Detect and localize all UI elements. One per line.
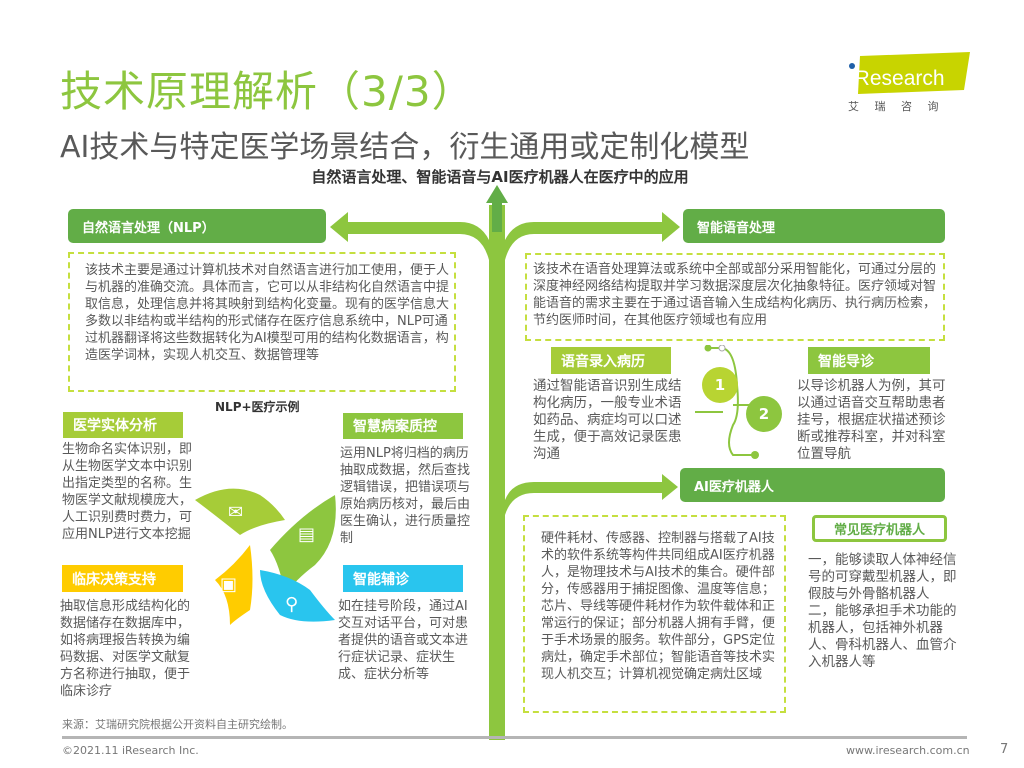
example-text-qc: 运用NLP将归档的病历抽取成数据，然后查找逻辑错误，把错误项与原始病历核对，最后…: [340, 446, 471, 546]
right-arrow-icon: [505, 212, 680, 260]
example-label-diagnosis: 智能辅诊: [343, 565, 463, 592]
common-robots-text: 一，能够读取人体神经信号的可穿戴型机器人，即假肢与外骨骼机器人 二，能够承担手术…: [808, 552, 957, 670]
page-title: 技术原理解析（3/3）: [60, 67, 475, 116]
copyright: ©2021.11 iResearch Inc.: [62, 744, 199, 757]
pinwheel-graphic: ✉ ▤ ▣ ⚲: [195, 488, 336, 625]
page-number: 7: [1000, 742, 1009, 757]
computer-blade: [215, 545, 253, 625]
common-robots-label: 常见医疗机器人: [812, 515, 947, 542]
example-label-qc: 智慧病案质控: [343, 413, 463, 439]
nlp-description-box: [68, 252, 456, 392]
mail-icon: ✉: [228, 502, 243, 523]
voice-label-record: 语音录入病历: [551, 347, 671, 374]
robot-arrow-icon: [505, 474, 678, 515]
website-link[interactable]: www.iresearch.com.cn: [846, 744, 970, 757]
source-note: 来源：艾瑞研究院根据公开资料自主研究绘制。: [62, 718, 293, 731]
svg-text:iResearch: iResearch: [850, 67, 945, 90]
voice-description: 该技术在语音处理算法或系统中全部或部分采用智能化，可通过分层的深度神经网络结构提…: [533, 262, 937, 328]
example-text-diagnosis: 如在挂号阶段，通过AI交互对话平台，可对患者提供的语音或文本进行症状记录、症状生…: [338, 599, 469, 682]
example-label-entity: 医学实体分析: [63, 412, 183, 438]
diagram-heading: 自然语言处理、智能语音与AI医疗机器人在医疗中的应用: [311, 168, 689, 186]
voice-title-bar: 智能语音处理: [683, 209, 945, 243]
nlp-examples-title: NLP+医疗示例: [215, 400, 300, 414]
example-label-decision: 临床决策支持: [62, 565, 183, 592]
voice-text-record: 通过智能语音识别生成结构化病历，一般专业术语如药品、病症均可以口述生成，便于高效…: [533, 378, 682, 462]
search-blade: [260, 570, 335, 622]
voice-description-box: [525, 253, 945, 341]
left-arrow-icon: [330, 212, 489, 260]
mail-icon-blade: [195, 488, 285, 535]
document-blade: [270, 495, 336, 595]
example-text-entity: 生物命名实体识别，即从生物医学文本中识别出指定类型的名称。生物医学文献规模庞大，…: [62, 442, 193, 542]
footer-divider: [62, 736, 967, 739]
search-icon: ⚲: [285, 594, 298, 615]
voice-label-guide: 智能导诊: [808, 347, 930, 374]
step-1-badge: 1: [702, 367, 738, 403]
nlp-title-bar: 自然语言处理（NLP）: [68, 209, 326, 243]
robot-description: 硬件耗材、传感器、控制器与搭载了AI技术的软件系统等构件共同组成AI医疗机器人，…: [541, 531, 776, 682]
page-subtitle: AI技术与特定医学场景结合，衍生通用或定制化模型: [60, 130, 750, 165]
computer-icon: ▣: [220, 574, 237, 595]
step-2-badge: 2: [746, 396, 782, 432]
logo-chinese: 艾 瑞 咨 询: [848, 100, 945, 113]
robot-title-bar: AI医疗机器人: [680, 468, 945, 502]
voice-connector: [695, 345, 759, 459]
document-check-icon: ▤: [298, 524, 315, 545]
example-text-decision: 抽取信息形成结构化的数据储存在数据库中，如将病理报告转换为编码数据、对医学文献复…: [60, 599, 191, 699]
nlp-description: 该技术主要是通过计算机技术对自然语言进行加工使用，便于人与机器的准确交流。具体而…: [85, 263, 450, 363]
voice-text-guide: 以导诊机器人为例，其可以通过语音交互帮助患者挂号，根据症状描述预诊断或推荐科室，…: [797, 378, 946, 462]
robot-description-box: [523, 515, 786, 713]
up-arrow-icon: [486, 185, 508, 232]
iresearch-logo: iResearch 艾 瑞 咨 询: [848, 52, 978, 114]
